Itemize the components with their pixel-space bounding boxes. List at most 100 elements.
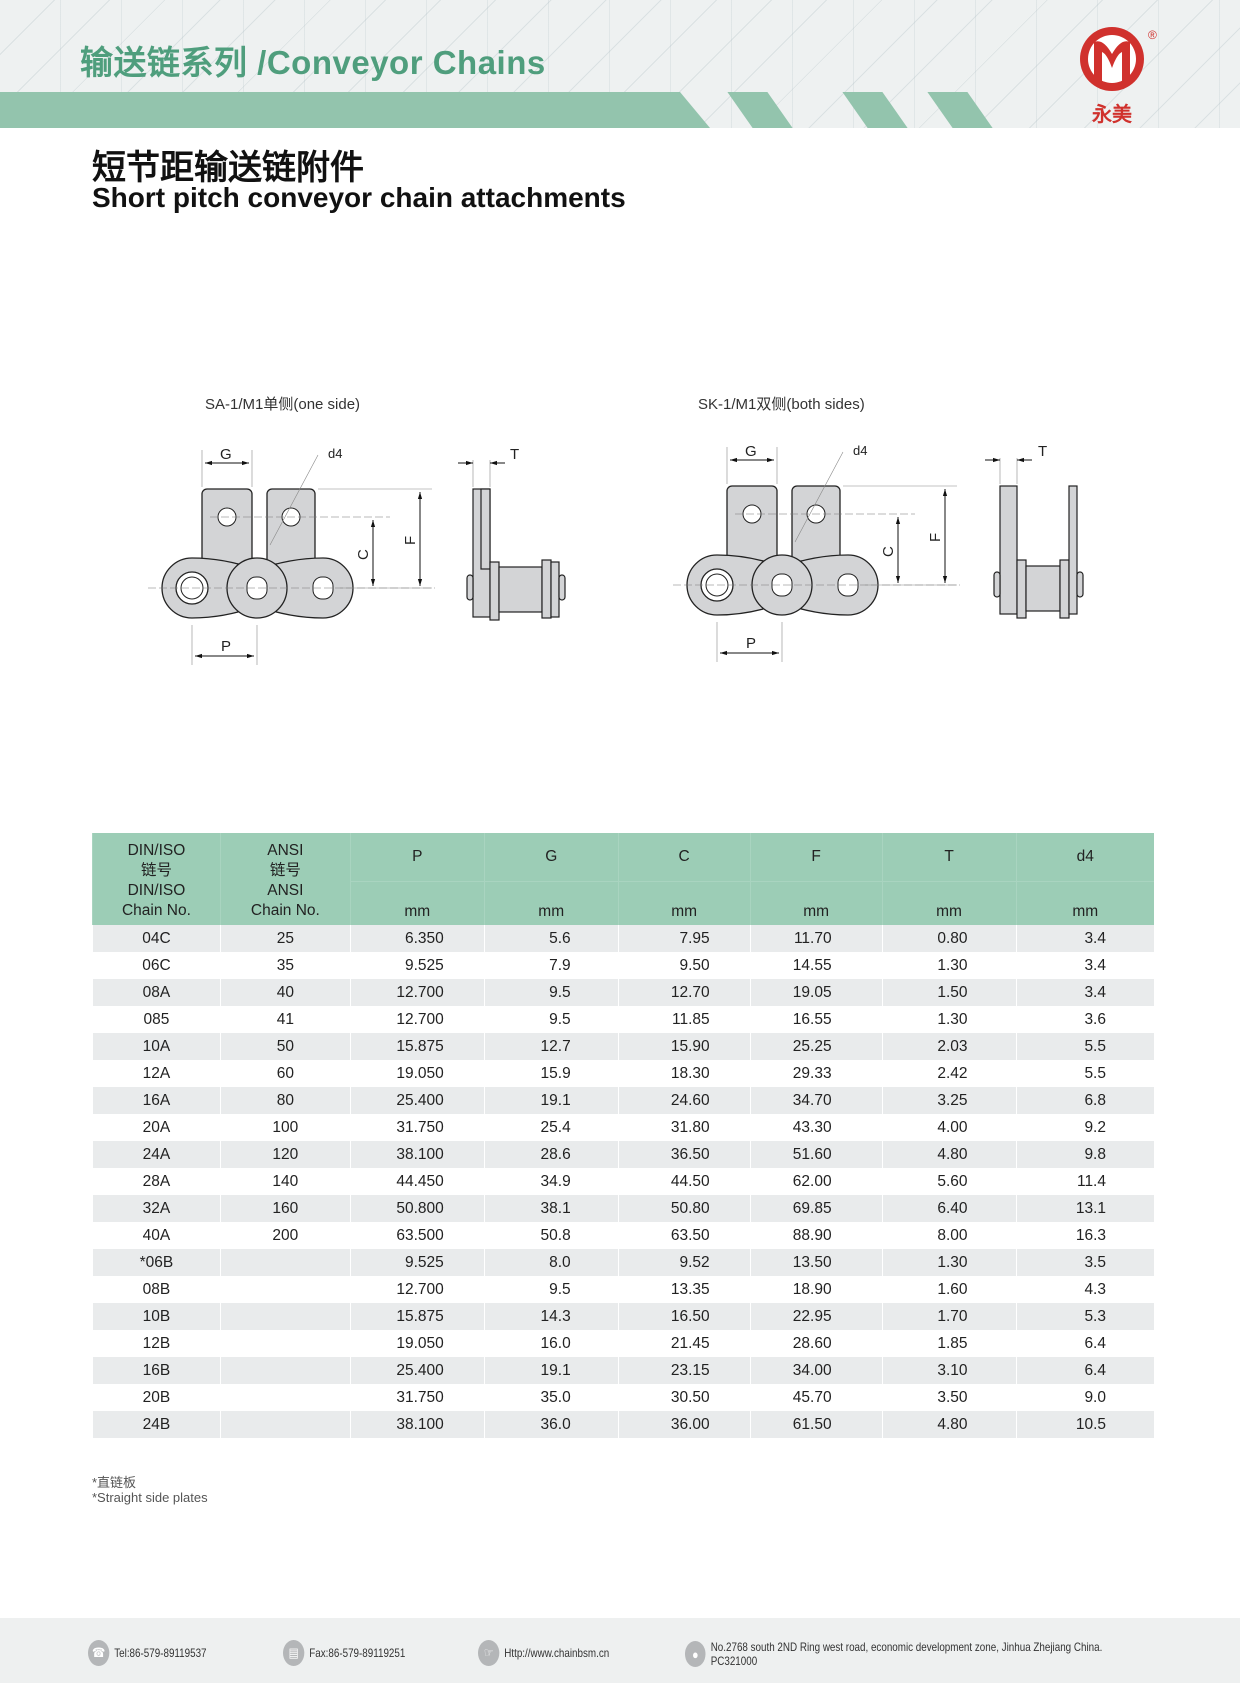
table-cell: 19.1 [483,1357,619,1384]
table-cell: 4.80 [881,1141,1017,1168]
table-cell: 24.60 [617,1087,751,1114]
table-cell: 29.33 [749,1060,883,1087]
dim-label-p: P [221,638,231,655]
table-cell: 28.60 [749,1330,883,1357]
dim-label-t: T [510,446,519,463]
table-cell: 22.95 [749,1303,883,1330]
table-cell: 16A [92,1087,221,1114]
table-cell: 6.40 [881,1195,1017,1222]
column-unit: mm [483,881,619,925]
table-cell: 38.100 [349,1411,485,1438]
table-cell: 18.90 [749,1276,883,1303]
table-cell: 13.1 [1015,1195,1154,1222]
footer-web[interactable]: ☞Http://www.chainbsm.cn [478,1640,609,1666]
series-title: 输送链系列 /Conveyor Chains [80,44,546,81]
table-cell: 12.7 [483,1033,619,1060]
table-cell: 19.1 [483,1087,619,1114]
table-cell: 15.9 [483,1060,619,1087]
table-cell: 3.4 [1015,952,1154,979]
table-cell: 34.00 [749,1357,883,1384]
column-unit: mm [749,881,883,925]
footer-fax: ▤Fax:86-579-89119251 [283,1640,405,1666]
dim-label-c: C [880,546,897,557]
table-cell: 16.55 [749,1006,883,1033]
table-cell: 11.70 [749,925,883,952]
table-cell: 44.450 [349,1168,485,1195]
table-cell: 6.4 [1015,1330,1154,1357]
table-cell: 12.700 [349,1006,485,1033]
table-cell: 9.5 [483,979,619,1006]
table-cell: 140 [219,1168,351,1195]
table-cell: 5.6 [483,925,619,952]
footnote-en: *Straight side plates [92,1490,208,1505]
table-cell: 12.70 [617,979,751,1006]
table-cell: 12A [92,1060,221,1087]
table-cell: 16.0 [483,1330,619,1357]
table-cell: 25 [219,925,351,952]
table-cell: 61.50 [749,1411,883,1438]
dim-label-f: F [402,536,419,545]
table-cell: 9.8 [1015,1141,1154,1168]
table-cell: 5.3 [1015,1303,1154,1330]
table-cell: 6.350 [349,925,485,952]
table-cell: 3.5 [1015,1249,1154,1276]
table-cell: 3.4 [1015,925,1154,952]
table-cell: 28A [92,1168,221,1195]
table-cell: 12.700 [349,1276,485,1303]
table-cell: 7.9 [483,952,619,979]
table-cell: 41 [219,1006,351,1033]
table-cell: 24B [92,1411,221,1438]
table-cell: 25.25 [749,1033,883,1060]
table-cell: 5.5 [1015,1060,1154,1087]
address-text: No.2768 south 2ND Ring west road, econom… [710,1640,1103,1668]
column-unit: mm [1015,881,1154,925]
table-cell: 31.750 [349,1114,485,1141]
table-cell: 9.525 [349,1249,485,1276]
table-cell: 13.35 [617,1276,751,1303]
table-cell: 25.400 [349,1087,485,1114]
web-link[interactable]: Http://www.chainbsm.cn [504,1646,610,1660]
table-cell: 8.0 [483,1249,619,1276]
header-line: Chain No. [121,902,191,919]
table-cell: 30.50 [617,1384,751,1411]
table-cell: 35.0 [483,1384,619,1411]
table-cell: 44.50 [617,1168,751,1195]
table-cell: 16B [92,1357,221,1384]
table-cell: 50.8 [483,1222,619,1249]
table-cell: 06C [92,952,221,979]
table-cell: 25.4 [483,1114,619,1141]
table-cell: 1.30 [881,1249,1017,1276]
table-cell: 62.00 [749,1168,883,1195]
table-cell: 7.95 [617,925,751,952]
dim-label-c: C [355,549,372,560]
table-cell: 11.4 [1015,1168,1154,1195]
diagram-caption-one-side: SA-1/M1单侧(one side) [205,396,361,413]
table-cell: 0.80 [881,925,1017,952]
table-cell: 32A [92,1195,221,1222]
phone-icon: ☎ [88,1640,110,1666]
table-cell: 2.42 [881,1060,1017,1087]
table-cell: 36.0 [483,1411,619,1438]
table-cell: 1.30 [881,952,1017,979]
table-cell: 50 [219,1033,351,1060]
table-cell: 8.00 [881,1222,1017,1249]
table-cell: 1.30 [881,1006,1017,1033]
table-cell: 9.525 [349,952,485,979]
table-cell [219,1357,351,1384]
